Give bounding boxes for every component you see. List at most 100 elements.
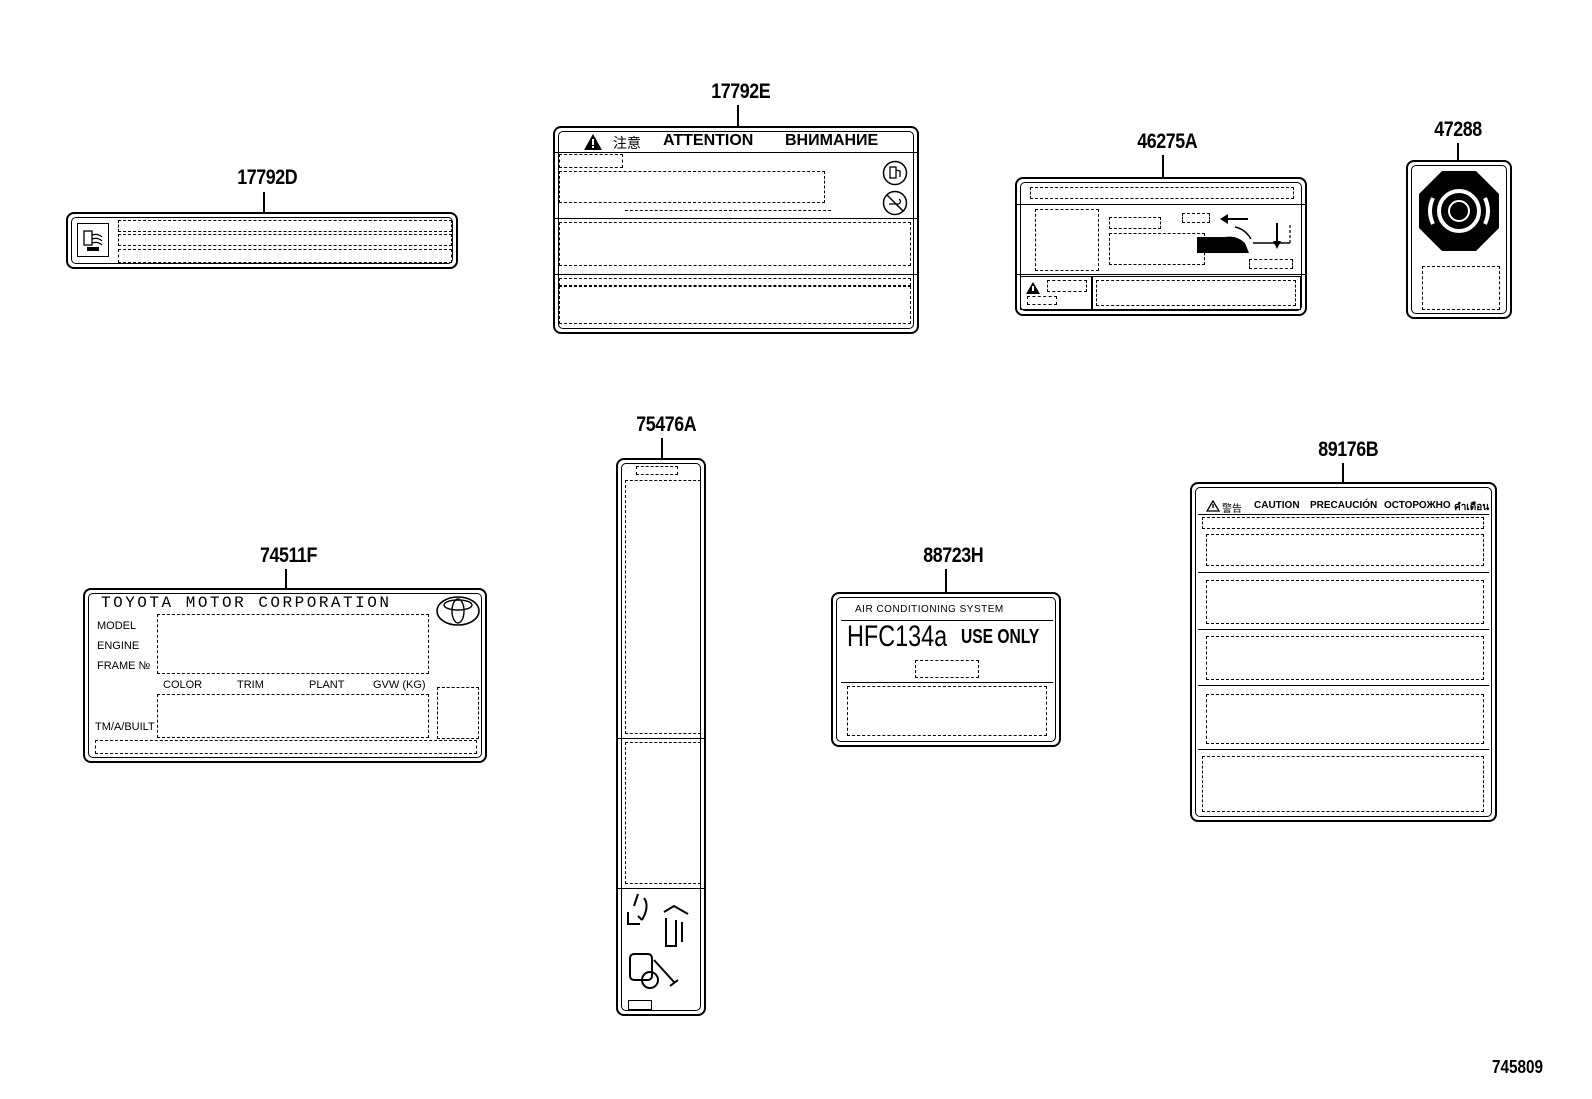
mechanism-icon xyxy=(1197,223,1291,253)
divider xyxy=(555,152,917,153)
leader-line xyxy=(285,569,287,588)
fuel-pump-icon xyxy=(882,160,908,186)
warning-triangle-icon xyxy=(584,134,602,150)
no-smoking-icon xyxy=(882,190,908,216)
warning-triangle-icon xyxy=(1205,499,1221,512)
text-placeholder xyxy=(559,154,623,168)
text-placeholder xyxy=(1027,296,1057,305)
stamp-box xyxy=(437,687,479,739)
child-seat-icon xyxy=(629,953,679,989)
header-cjk: 警告 xyxy=(1222,504,1242,515)
bottom-field xyxy=(95,740,477,754)
divider xyxy=(1198,629,1489,630)
text-placeholder xyxy=(118,220,452,232)
text-placeholder xyxy=(1206,694,1484,744)
text-placeholder xyxy=(915,660,979,678)
leader-line xyxy=(1457,143,1459,160)
text-placeholder xyxy=(625,742,701,884)
leader-line xyxy=(661,438,663,458)
leader-line xyxy=(737,105,739,127)
label-17792e[interactable]: 注意 ATTENTION ВНИМАНИЕ xyxy=(553,126,919,334)
text-placeholder xyxy=(625,210,831,211)
warning-panel xyxy=(1020,276,1092,310)
leader-line xyxy=(945,569,947,592)
divider xyxy=(1198,514,1489,515)
field-label-model: MODEL xyxy=(97,620,137,632)
text-placeholder xyxy=(1096,280,1296,306)
company-name: TOYOTA MOTOR CORPORATION xyxy=(101,594,392,612)
leader-line xyxy=(263,192,265,212)
color-trim-field xyxy=(157,694,429,738)
header-attention: ATTENTION xyxy=(663,132,754,149)
text-placeholder xyxy=(559,278,911,286)
seat-adjust-icon xyxy=(627,893,689,947)
text-placeholder xyxy=(559,286,911,324)
divider xyxy=(1198,572,1489,573)
divider xyxy=(555,274,917,275)
model-engine-frame-field xyxy=(157,614,429,674)
header-precaucion: PRECAUCIÓN xyxy=(1310,500,1378,511)
divider xyxy=(1017,204,1305,205)
callout-17792d[interactable]: 17792D xyxy=(237,166,298,189)
text-placeholder xyxy=(118,234,452,246)
divider xyxy=(618,738,704,739)
tab-strip xyxy=(628,1000,652,1010)
divider xyxy=(841,620,1053,621)
label-88723h[interactable]: AIR CONDITIONING SYSTEM HFC134a USE ONLY xyxy=(831,592,1061,747)
text-placeholder xyxy=(118,249,452,263)
divider xyxy=(555,218,917,219)
text-placeholder xyxy=(1035,209,1099,271)
label-47288[interactable] xyxy=(1406,160,1512,319)
field-label-gvw: GVW (KG) xyxy=(373,679,426,691)
callout-89176b[interactable]: 89176B xyxy=(1318,438,1379,461)
text-placeholder xyxy=(1206,580,1484,624)
text-placeholder xyxy=(559,171,825,203)
divider xyxy=(841,682,1053,683)
text-placeholder xyxy=(1249,259,1293,269)
header-cjk: 注意 xyxy=(613,135,641,151)
header-vnimanie: ВНИМАНИЕ xyxy=(785,132,879,149)
text-placeholder xyxy=(1422,266,1500,310)
field-label-trim: TRIM xyxy=(237,679,264,691)
callout-74511f[interactable]: 74511F xyxy=(260,544,318,567)
label-17792d[interactable] xyxy=(66,212,458,269)
diagram-id: 745809 xyxy=(1492,1057,1544,1077)
text-placeholder xyxy=(1030,187,1294,199)
header-caution: CAUTION xyxy=(1254,500,1300,511)
text-placeholder xyxy=(1047,280,1087,292)
fuel-pump-icon xyxy=(83,230,103,251)
divider xyxy=(1198,749,1489,750)
brake-warning-icon xyxy=(1419,171,1499,251)
text-placeholder xyxy=(1206,534,1484,566)
divider xyxy=(1198,685,1489,686)
text-placeholder xyxy=(636,466,678,475)
callout-75476a[interactable]: 75476A xyxy=(636,413,697,436)
divider xyxy=(618,888,704,889)
text-placeholder xyxy=(847,686,1047,736)
arrow-left-icon xyxy=(1220,214,1248,224)
icon-frame xyxy=(77,223,109,257)
warning-triangle-icon xyxy=(1026,282,1040,294)
text-placeholder xyxy=(559,222,911,266)
ac-system-title: AIR CONDITIONING SYSTEM xyxy=(855,604,1004,615)
text-placeholder xyxy=(1206,636,1484,680)
field-label-color: COLOR xyxy=(163,679,203,691)
label-74511f[interactable]: TOYOTA MOTOR CORPORATION MODEL ENGINE FR… xyxy=(83,588,487,763)
text-placeholder xyxy=(1182,213,1210,223)
callout-46275a[interactable]: 46275A xyxy=(1137,130,1198,153)
label-89176b[interactable]: 警告 CAUTION PRECAUCIÓN ОСТОРОЖНО คำเตือน xyxy=(1190,482,1497,822)
field-label-tm-built: TM/A/BUILT xyxy=(95,721,155,733)
field-label-plant: PLANT xyxy=(309,679,345,691)
text-placeholder xyxy=(625,480,701,734)
callout-17792e[interactable]: 17792E xyxy=(711,80,771,103)
toyota-logo-icon xyxy=(436,596,480,626)
header-thai: คำเตือน xyxy=(1454,502,1490,513)
label-75476a[interactable] xyxy=(616,458,706,1016)
callout-47288[interactable]: 47288 xyxy=(1434,118,1482,141)
text-placeholder xyxy=(1109,217,1161,229)
field-label-frame: FRAME № xyxy=(97,660,151,672)
callout-88723h[interactable]: 88723H xyxy=(923,544,984,567)
label-46275a[interactable] xyxy=(1015,177,1307,316)
divider xyxy=(1017,274,1305,275)
leader-line xyxy=(1342,463,1344,482)
